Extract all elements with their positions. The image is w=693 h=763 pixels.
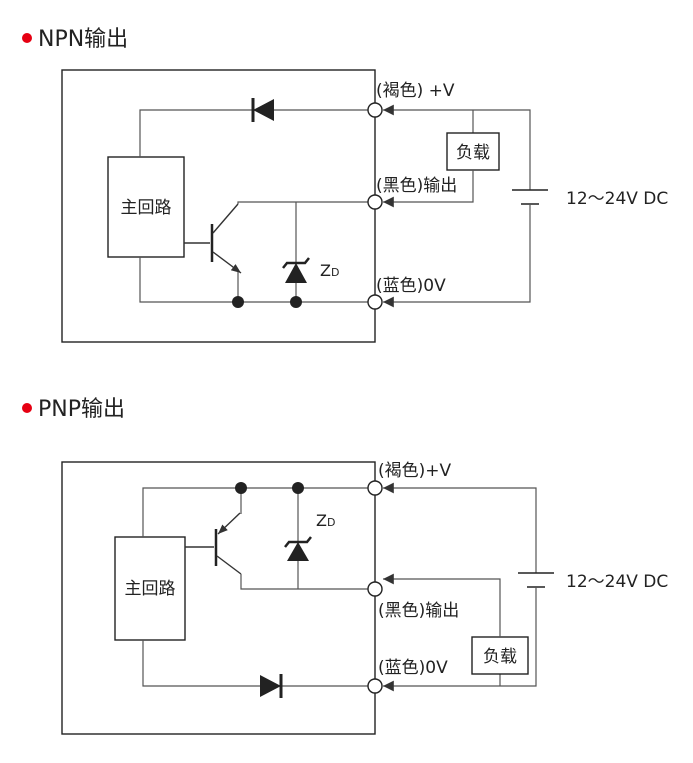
pnp-section: PNP输出 主回路 ZD [22, 397, 668, 735]
pnp-junction-dot [235, 482, 247, 494]
npn-title: NPN输出 [38, 27, 128, 52]
npn-supply-label: 12～24V DC [566, 189, 668, 209]
pnp-load-label: 负载 [483, 647, 517, 667]
npn-terminal-brown [367, 102, 383, 118]
pnp-zener-label: ZD [316, 511, 335, 530]
npn-main-circuit-label: 主回路 [121, 198, 172, 218]
pnp-output-wire [240, 574, 375, 590]
pnp-battery-icon [518, 572, 554, 588]
npn-zener-label: ZD [320, 261, 339, 280]
npn-blue-arrow [383, 204, 531, 308]
pnp-main-circuit-box [114, 536, 186, 641]
npn-section: NPN输出 主回路 ZD [22, 27, 668, 343]
npn-top-wire [139, 109, 375, 157]
pnp-output-arrow [383, 573, 501, 637]
npn-supply-top-wire [473, 109, 531, 190]
npn-transistor-icon [184, 203, 242, 274]
npn-main-circuit-box [107, 156, 185, 258]
pnp-terminal-brown [367, 480, 383, 496]
npn-battery-icon [512, 189, 548, 205]
npn-junction-dot [232, 296, 244, 308]
pnp-sensor-box [61, 461, 376, 735]
npn-output-arrow [383, 170, 474, 208]
npn-load-label: 负载 [456, 143, 490, 163]
npn-brown-label: (褐色) +V [376, 81, 455, 101]
pnp-brown-label: (褐色)+V [378, 461, 452, 481]
pnp-bullet-icon [22, 403, 32, 413]
pnp-zener-diode-icon [284, 536, 312, 561]
pnp-brown-arrow [383, 482, 537, 573]
pnp-transistor-icon [185, 512, 242, 575]
pnp-supply-label: 12～24V DC [566, 572, 668, 592]
pnp-supply-bottom-wire [500, 587, 537, 687]
npn-output-wire [237, 201, 375, 204]
pnp-bottom-wire [142, 640, 375, 687]
pnp-diode-icon [260, 674, 283, 698]
npn-black-label: (黑色)输出 [376, 176, 457, 196]
pnp-junction-dot [292, 482, 304, 494]
npn-terminal-blue [367, 294, 383, 310]
npn-diode-icon [251, 98, 274, 122]
pnp-black-label: (黑色)输出 [378, 601, 459, 621]
pnp-terminal-blue [367, 678, 383, 694]
npn-zener-diode-icon [282, 257, 310, 283]
pnp-terminal-black [367, 581, 383, 597]
npn-terminal-black [367, 194, 383, 210]
pnp-blue-label: (蓝色)0V [378, 658, 448, 678]
pnp-load-box [471, 636, 529, 675]
npn-junction-dot [290, 296, 302, 308]
pnp-main-circuit-label: 主回路 [125, 579, 176, 599]
npn-blue-label: (蓝色)0V [376, 276, 446, 296]
pnp-title: PNP输出 [38, 397, 125, 422]
npn-bullet-icon [22, 33, 32, 43]
